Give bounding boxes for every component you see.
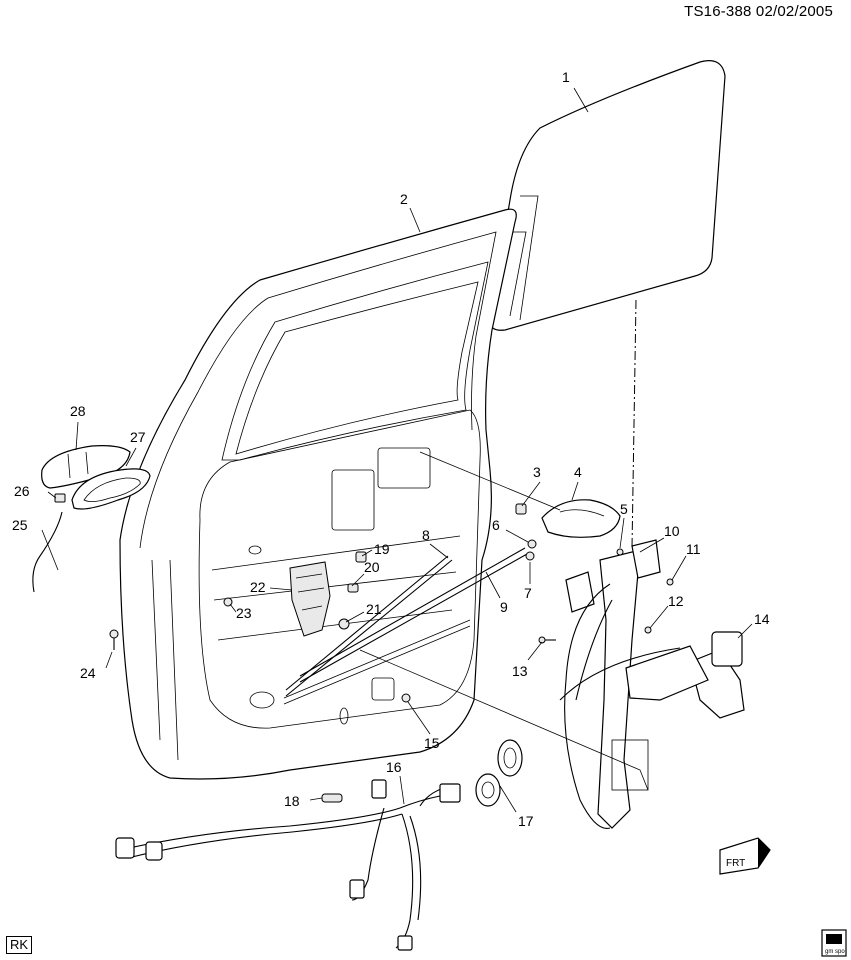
- callout-22: 22: [250, 579, 266, 595]
- forward-direction-badge: FRT: [719, 837, 771, 875]
- door-shell: [119, 208, 517, 780]
- leader-lines: [41, 87, 753, 813]
- callout-7: 7: [524, 585, 532, 601]
- callout-16: 16: [386, 759, 402, 775]
- callout-8: 8: [422, 527, 430, 543]
- callout-26: 26: [14, 483, 30, 499]
- callout-24: 24: [80, 665, 96, 681]
- inside-handle: [541, 499, 621, 538]
- callout-4: 4: [574, 464, 582, 480]
- window-glass: [489, 60, 726, 331]
- callout-1: 1: [562, 69, 570, 85]
- callout-5: 5: [620, 501, 628, 517]
- logo-text: gm spo: [825, 949, 845, 955]
- handle-clip: [54, 493, 66, 503]
- gm-spo-logo: gm spo: [821, 929, 847, 957]
- callout-labels: 1 2 3 4 5 6 7 8 9 10 11 12 13 14 15 16 1…: [12, 69, 770, 829]
- wiring-grommet: [475, 739, 523, 807]
- callout-10: 10: [664, 523, 680, 539]
- door-latch: [289, 561, 331, 637]
- callout-19: 19: [374, 541, 390, 557]
- footer-tag: RK: [6, 936, 33, 954]
- lock-rods: [285, 547, 528, 697]
- window-regulator: [559, 539, 681, 829]
- handle-bezel: [71, 468, 151, 510]
- regulator-motor: [625, 631, 745, 719]
- drain-plug: [321, 793, 343, 803]
- callout-12: 12: [668, 593, 684, 609]
- handle-rod: [32, 511, 63, 593]
- callout-15: 15: [424, 735, 440, 751]
- wiring-harness: [115, 779, 461, 951]
- callout-2: 2: [400, 191, 408, 207]
- callout-13: 13: [512, 663, 528, 679]
- alignment-line: [631, 299, 637, 549]
- callout-18: 18: [284, 793, 300, 809]
- callout-3: 3: [533, 464, 541, 480]
- outside-handle: [41, 445, 131, 489]
- callout-11: 11: [686, 541, 701, 557]
- callout-25: 25: [12, 517, 28, 533]
- callout-9: 9: [500, 599, 508, 615]
- callout-27: 27: [130, 429, 146, 445]
- document-id: TS16-388 02/02/2005: [684, 3, 833, 20]
- callout-21: 21: [366, 601, 382, 617]
- callout-6: 6: [492, 517, 500, 533]
- callout-14: 14: [754, 611, 770, 627]
- fasteners: [109, 503, 674, 703]
- callout-20: 20: [364, 559, 380, 575]
- callout-17: 17: [518, 813, 534, 829]
- forward-badge-text: FRT: [726, 858, 745, 869]
- callout-23: 23: [236, 605, 252, 621]
- callout-28: 28: [70, 403, 86, 419]
